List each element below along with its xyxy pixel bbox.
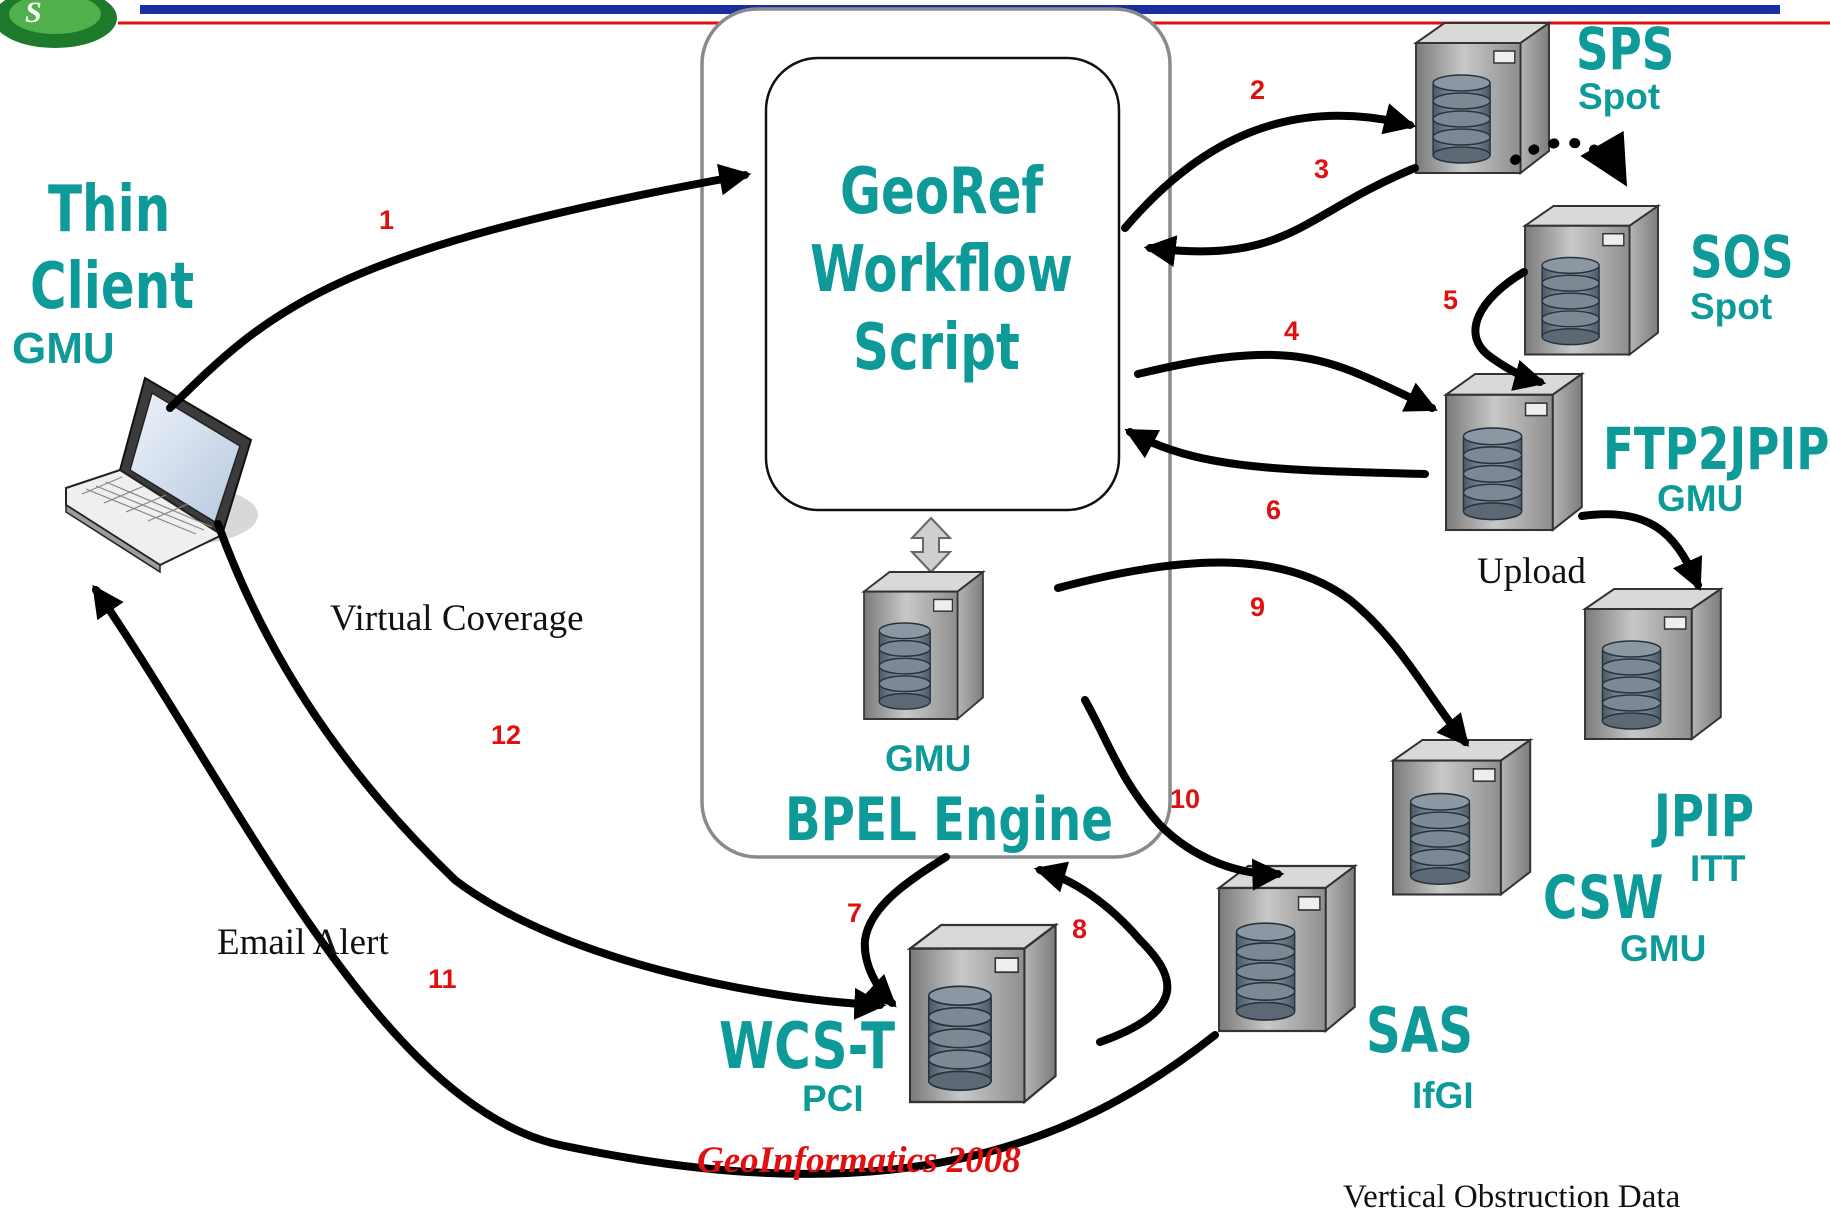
wcst-org-label: PCI [802, 1078, 864, 1119]
svg-text:S: S [25, 0, 42, 29]
csw-server-icon [1391, 738, 1532, 896]
step-number-12: 12 [491, 720, 522, 750]
sas-name-label: SAS [1366, 994, 1474, 1067]
ftp2jpip-org-label: GMU [1657, 478, 1744, 519]
wcst-name-label: WCS-T [719, 1010, 896, 1084]
engine-name-label: BPEL Engine [785, 785, 1113, 855]
sps-name-label: SPS [1576, 15, 1675, 83]
step-number-5: 5 [1443, 285, 1459, 315]
step-number-4: 4 [1284, 316, 1300, 346]
upload-label: Upload [1477, 551, 1586, 592]
sos-name-label: SOS [1690, 223, 1794, 291]
arrow-step-10 [1081, 696, 1285, 891]
sos-server-icon [1524, 205, 1659, 356]
workflow-title-line1: GeoRef [840, 155, 1044, 229]
step-number-2: 2 [1250, 75, 1266, 105]
arrow-step-6 [1124, 428, 1429, 478]
step-number-3: 3 [1314, 154, 1330, 184]
wcst-server-icon [908, 923, 1057, 1104]
client-line2-label: Client [30, 250, 195, 324]
step-number-6: 6 [1266, 495, 1282, 525]
arrow-step-9 [1054, 558, 1470, 747]
step-number-8: 8 [1072, 914, 1088, 944]
arrow-sps-to-sos-dotted [1510, 130, 1628, 187]
workflow-title-line2: Workflow [810, 233, 1073, 307]
arrow-step-7 [860, 853, 950, 1008]
arrow-step-1 [166, 163, 752, 412]
csw-org-label: GMU [1620, 928, 1707, 969]
arrow-step-8 [1033, 861, 1172, 1046]
arrow-step-12 [214, 520, 887, 1020]
jpip-server-icon [1584, 588, 1722, 740]
sps-org-label: Spot [1578, 76, 1661, 117]
jpip-org-label: ITT [1690, 848, 1746, 889]
workflow-title-line3: Script [853, 311, 1020, 385]
arrow-step-5 [1471, 268, 1547, 391]
client-org-label: GMU [12, 324, 115, 373]
jpip-name-label: JPIP [1654, 782, 1754, 850]
arrow-step-11 [92, 584, 1219, 1178]
workflow-script-box [764, 56, 1121, 512]
ftp2jpip-name-label: FTP2JPIP [1603, 415, 1830, 483]
sas-server-icon [1217, 864, 1356, 1033]
arrow-step-2 [1121, 103, 1417, 232]
ftp2jpip-server-icon [1444, 372, 1583, 532]
arrow-upload [1578, 510, 1703, 591]
arrow-step-4 [1134, 350, 1438, 412]
step-number-1: 1 [379, 205, 395, 235]
sas-org-label: IfGI [1412, 1075, 1474, 1116]
csw-name-label: CSW [1543, 863, 1664, 933]
vertical-obstruction-data-label: Vertical Obstruction Data [1343, 1179, 1681, 1215]
email-alert-label: Email Alert [217, 922, 389, 963]
step-number-10: 10 [1170, 784, 1201, 814]
client-line1-label: Thin [48, 173, 171, 247]
step-number-9: 9 [1250, 592, 1266, 622]
engine-org-label: GMU [885, 738, 972, 779]
org-logo: S [0, 0, 117, 48]
step-number-7: 7 [847, 898, 863, 928]
step-number-11: 11 [428, 964, 457, 994]
virtual-coverage-label: Virtual Coverage [330, 598, 584, 639]
workflow-arrows [92, 103, 1703, 1178]
conference-footer: GeoInformatics 2008 [697, 1140, 1021, 1181]
bpel-engine-server-icon [863, 571, 984, 720]
arrow-step-3 [1143, 164, 1419, 267]
sos-org-label: Spot [1690, 286, 1773, 327]
